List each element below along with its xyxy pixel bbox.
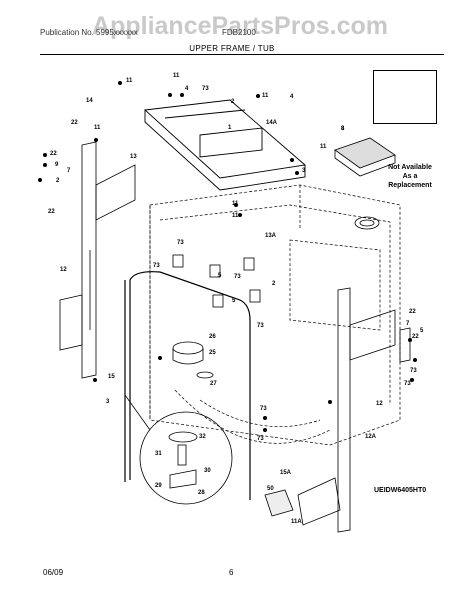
callout-label: 8 <box>341 126 345 132</box>
callout-label: 73 <box>257 436 264 442</box>
callout-label: 11 <box>262 93 269 99</box>
callout-label: 8 <box>341 126 345 132</box>
right-side-rail <box>297 287 411 533</box>
callout-label: 12A <box>365 434 377 440</box>
callout-label: 4 <box>185 86 189 92</box>
callout-label: 13A <box>265 233 277 239</box>
callout-label: 12 <box>376 401 383 407</box>
callout-label: 31 <box>155 451 162 457</box>
callout-label: 73 <box>410 368 417 374</box>
callout-label: 11 <box>320 144 327 150</box>
callout-label: 32 <box>199 434 206 440</box>
footer-date: 06/09 <box>43 568 64 577</box>
callout-label: 11 <box>94 125 101 131</box>
callout-label: 3 <box>106 399 110 405</box>
callout-label: 3 <box>302 168 306 174</box>
callout-label: 73 <box>202 86 209 92</box>
callout-label: 15A <box>280 470 292 476</box>
callout-label: 73 <box>257 323 264 329</box>
diagram-code: UEIDW6405HT0 <box>374 487 427 494</box>
callout-label: 73 <box>404 381 411 387</box>
callout-label: 22 <box>48 209 55 215</box>
callout-label: 22 <box>409 309 416 315</box>
callout-label: 13 <box>130 154 137 160</box>
detail-circle <box>124 394 233 505</box>
callout-label: 14A <box>266 120 278 126</box>
left-side-rail <box>59 141 136 379</box>
page-number: 6 <box>229 568 234 577</box>
callout-label: 22 <box>50 151 57 157</box>
tub-outline <box>149 184 401 446</box>
not-available-note: Not Available As a Replacement <box>385 163 435 190</box>
callout-label: 22 <box>71 120 78 126</box>
callout-label: 26 <box>209 334 216 340</box>
callout-label: 14 <box>86 98 93 104</box>
watermark: AppliancePartsPros.com <box>92 12 388 40</box>
callout-label: 7 <box>406 321 410 327</box>
callout-label: 4 <box>290 94 294 100</box>
callout-label: 73 <box>234 274 241 280</box>
model-label: FDB2100 <box>222 28 256 37</box>
callout-label: 11 <box>173 73 180 79</box>
callout-label: 73 <box>260 406 267 412</box>
callout-label: 1 <box>228 125 232 131</box>
screw-markers <box>38 81 417 432</box>
header-rule <box>40 54 444 55</box>
note-line-1: Not Available <box>388 164 432 171</box>
callout-label: 11A <box>291 519 302 525</box>
callout-label: 5 <box>218 273 222 279</box>
callout-label: 5 <box>420 328 424 334</box>
upper-frame-rail <box>143 99 307 191</box>
section-title: UPPER FRAME / TUB <box>189 44 275 53</box>
callout-label: 2 <box>231 99 235 105</box>
cover-plate-8 <box>334 137 396 177</box>
callout-label: 73 <box>177 240 184 246</box>
callout-label: 11 <box>126 78 133 84</box>
inset-frame <box>373 70 437 124</box>
note-line-3: Replacement <box>388 182 432 189</box>
callout-label: 15 <box>108 374 115 380</box>
callout-label: 27 <box>210 381 217 387</box>
wire-clips <box>172 254 261 308</box>
callout-label: 11 <box>232 201 239 207</box>
callout-label: 50 <box>267 486 274 492</box>
callout-label: 2 <box>272 281 276 287</box>
callout-label: 28 <box>198 490 205 496</box>
callout-label: 12 <box>60 267 67 273</box>
callout-label: 11 <box>232 213 239 219</box>
callout-label: 2 <box>56 178 60 184</box>
publication-label: Publication No. 5995xxxxxx <box>40 28 138 37</box>
callout-label: 25 <box>209 350 216 356</box>
callout-label: 22 <box>412 334 419 340</box>
door-gasket <box>124 271 251 500</box>
callout-label: 9 <box>55 162 59 168</box>
callout-label: 7 <box>67 168 71 174</box>
callout-label: 5 <box>232 298 236 304</box>
note-line-2: As a <box>402 173 418 180</box>
callout-label: 29 <box>155 483 162 489</box>
callout-label: 30 <box>204 468 211 474</box>
callout-label: 73 <box>153 263 160 269</box>
